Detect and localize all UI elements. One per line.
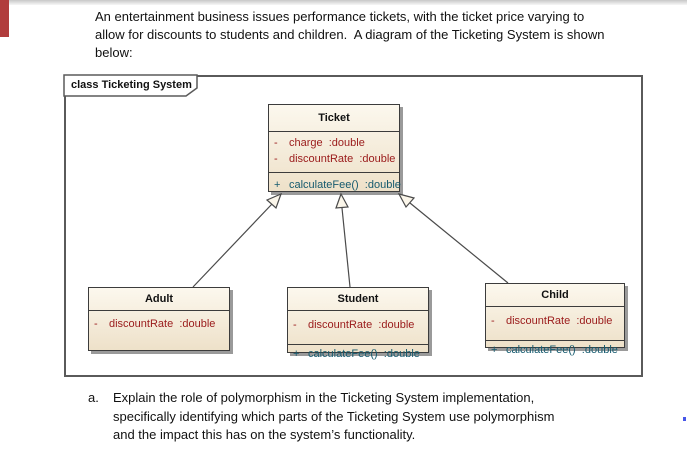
intro-line: below: [95,45,133,60]
class-name: Adult [89,288,229,311]
operations-compartment: + calculateFee() :double [486,340,624,358]
visibility-symbol: + [491,344,498,356]
class-name: Child [486,284,624,307]
attribute-row: - discountRate :double [486,313,624,329]
question-block: a. Explain the role of polymorphism in t… [88,389,554,445]
question-text: Explain the role of polymorphism in the … [113,389,554,445]
intro-line: allow for discounts to students and chil… [95,27,605,42]
red-accent-bar [0,0,9,37]
class-box-child: Child - discountRate :double + calculate… [485,283,625,356]
member-text: calculateFee() :double [506,344,618,356]
attributes-compartment: - charge :double - discountRate :double [269,132,399,172]
member-text: discountRate :double [308,319,415,331]
member-text: discountRate :double [506,315,613,327]
member-text: discountRate :double [289,153,396,165]
attribute-row: - charge :double [269,135,399,151]
question-line: specifically identifying which parts of … [113,408,555,424]
class-box-student: Student - discountRate :double + calcula… [287,287,429,360]
operation-row: + calculateFee() :double [288,346,428,362]
attributes-compartment: - discountRate :double [89,311,229,350]
attributes-compartment: - discountRate :double [288,311,428,344]
visibility-symbol: + [274,179,281,191]
class-name: Ticket [269,105,399,132]
question-line: Explain the role of polymorphism in the … [113,390,535,405]
class-box-ticket: Ticket - charge :double - discountRate :… [268,104,401,193]
member-text: calculateFee() :double [289,179,401,191]
member-text: charge :double [289,137,365,149]
attributes-compartment: - discountRate :double [486,307,624,340]
intro-line: An entertainment business issues perform… [95,9,585,24]
visibility-symbol: - [94,318,98,330]
class-box-adult: Adult - discountRate :double [88,287,230,351]
question-line: and the impact this has on the system’s … [113,427,416,442]
member-text: calculateFee() :double [308,348,420,360]
cursor-artifact-dot [683,417,686,421]
window-top-edge [0,0,687,5]
operation-row: + calculateFee() :double [269,177,401,193]
attribute-row: - discountRate :double [269,151,399,167]
class-name: Student [288,288,428,311]
visibility-symbol: - [274,153,278,165]
operations-compartment: + calculateFee() :double [288,344,428,362]
attribute-row: - discountRate :double [89,316,229,332]
question-label: a. [88,390,99,405]
visibility-symbol: - [274,137,278,149]
operation-row: + calculateFee() :double [486,342,624,358]
intro-paragraph: An entertainment business issues perform… [95,8,604,62]
frame-label: class Ticketing System [71,79,192,91]
visibility-symbol: + [293,348,300,360]
operations-compartment: + calculateFee() :double [269,172,401,193]
visibility-symbol: - [491,315,495,327]
member-text: discountRate :double [109,318,216,330]
attribute-row: - discountRate :double [288,317,428,333]
visibility-symbol: - [293,319,297,331]
